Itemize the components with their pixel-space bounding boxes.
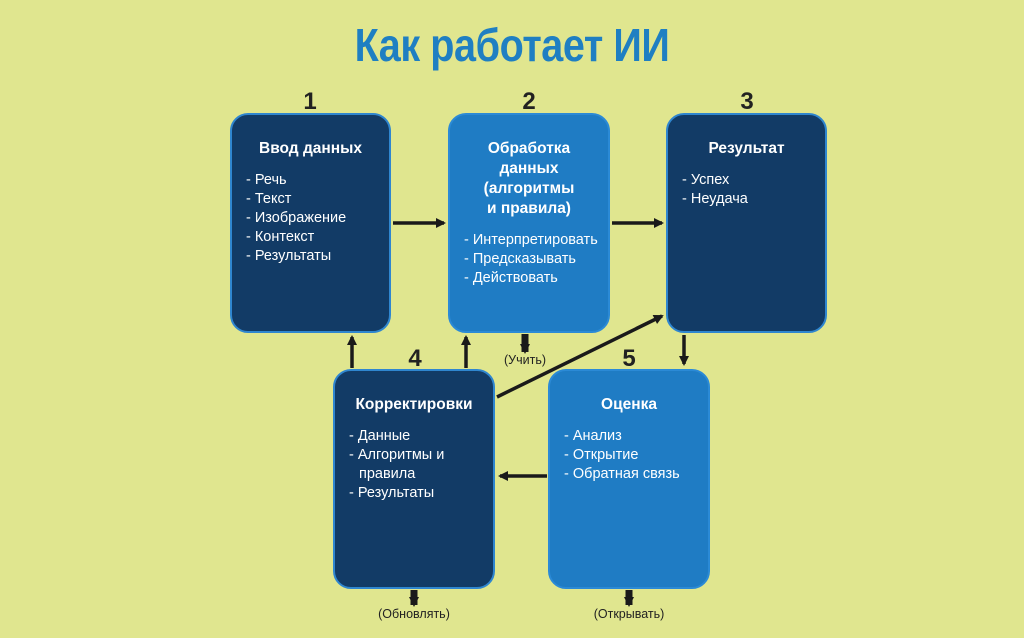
learn-caption: (Учить) [504, 353, 546, 367]
list-item: - Результаты [349, 485, 435, 501]
adjustments-list: - Данные - Алгоритмы и правила - Результ… [335, 427, 493, 503]
step-number-1: 1 [303, 88, 317, 115]
input-data-list: - Речь - Текст - Изображение - Контекст … [232, 171, 389, 266]
title-line: (алгоритмы [483, 180, 575, 197]
list-item: - Неудача [682, 191, 748, 207]
list-item: - Текст [246, 191, 292, 207]
list-item: - Открытие [564, 447, 639, 463]
title-line: и правила) [487, 200, 571, 217]
data-processing-title: Обработка данных (алгоритмы и правила) [458, 139, 600, 219]
data-processing-box: Обработка данных (алгоритмы и правила) -… [448, 113, 610, 333]
list-item: - Интерпретировать [464, 232, 598, 248]
step-number-5: 5 [622, 345, 636, 372]
list-item: - Изображение [246, 210, 347, 226]
list-item: - Алгоритмы и [349, 447, 445, 463]
input-data-box: Ввод данных - Речь - Текст - Изображение… [230, 113, 391, 333]
step-number-4: 4 [408, 345, 422, 372]
step-number-3: 3 [740, 88, 754, 115]
list-item: - Действовать [464, 270, 558, 286]
discover-caption: (Открывать) [593, 607, 665, 621]
adjustments-title: Корректировки [355, 396, 473, 413]
page-title: Как работает ИИ [354, 19, 670, 71]
list-item: - Контекст [246, 229, 315, 245]
data-processing-list: - Интерпретировать - Предсказывать - Дей… [450, 231, 608, 288]
step-number-2: 2 [522, 88, 536, 115]
list-item: - Обратная связь [564, 466, 680, 482]
list-item: - Анализ [564, 428, 622, 444]
input-data-title: Ввод данных [259, 140, 362, 157]
evaluation-title: Оценка [601, 396, 657, 413]
list-item: - Результаты [246, 248, 332, 264]
update-caption: (Обновлять) [378, 607, 450, 621]
adjustments-box: Корректировки - Данные - Алгоритмы и пра… [333, 369, 495, 589]
evaluation-box: Оценка - Анализ - Открытие - Обратная св… [548, 369, 710, 589]
result-box: Результат - Успех - Неудача [666, 113, 827, 333]
result-list: - Успех - Неудача [668, 171, 825, 209]
list-item: - Успех [682, 172, 730, 188]
arrow-adjustments-to-result [496, 314, 664, 399]
list-item: правила [359, 466, 416, 482]
list-item: - Данные [349, 428, 411, 444]
evaluation-list: - Анализ - Открытие - Обратная связь [550, 427, 708, 484]
result-title: Результат [708, 140, 785, 157]
list-item: - Предсказывать [464, 251, 576, 267]
list-item: - Речь [246, 172, 287, 188]
title-line: Обработка данных [487, 140, 571, 177]
